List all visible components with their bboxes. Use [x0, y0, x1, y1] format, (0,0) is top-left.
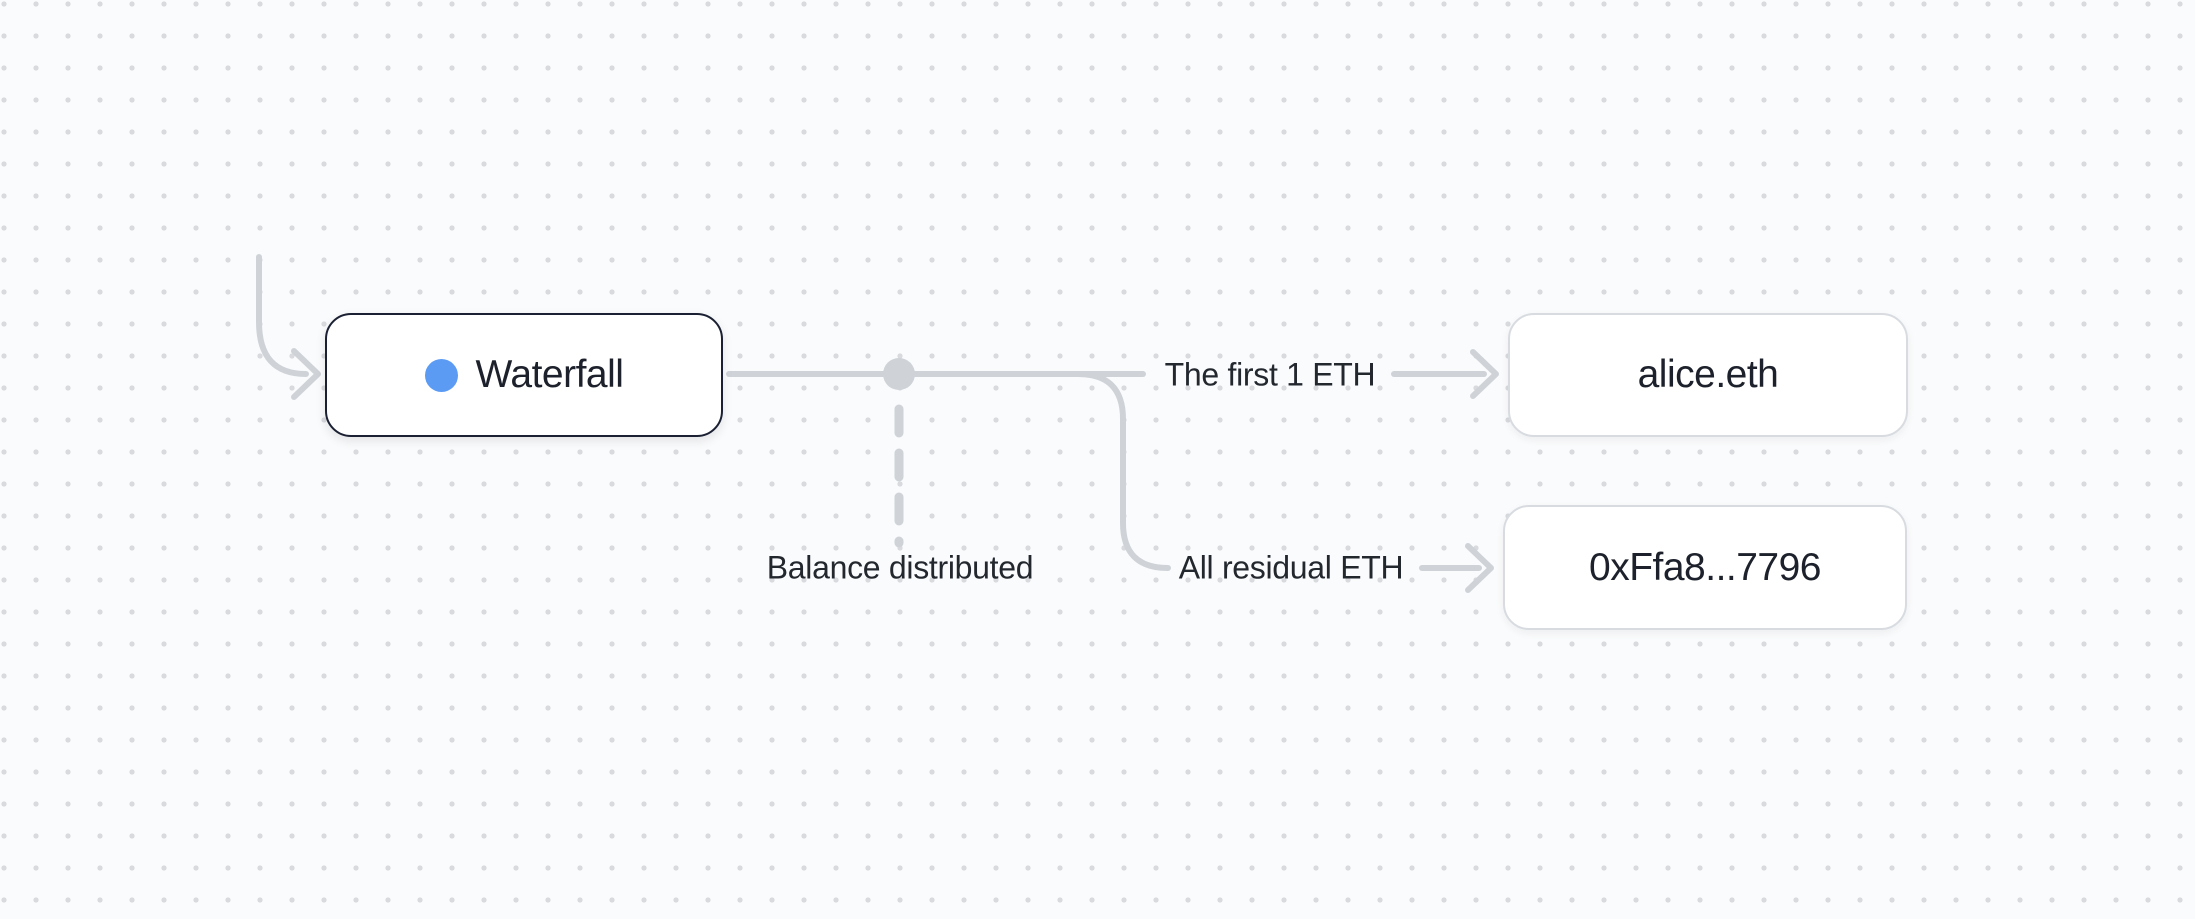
edge-label-tranche: The first 1 ETH: [1164, 356, 1376, 393]
node-recipient-alice-label: alice.eth: [1637, 353, 1779, 396]
node-recipient-address-label: 0xFfa8...7796: [1589, 545, 1822, 589]
edge-label-distribution: Balance distributed: [766, 549, 1034, 586]
junction-dot: [883, 358, 915, 390]
edge-incoming: [256, 254, 321, 400]
node-recipient-alice[interactable]: alice.eth: [1508, 313, 1908, 437]
waterfall-type-dot-icon: [424, 358, 458, 392]
edge-residual-arrow: [1419, 543, 1494, 593]
node-waterfall[interactable]: Waterfall: [325, 313, 723, 437]
edge-tranche-arrow: [1391, 349, 1499, 399]
edge-label-residual: All residual ETH: [1178, 549, 1404, 586]
edge-incoming-arrowhead-icon: [291, 348, 321, 400]
edge-residual-branch: [896, 371, 1171, 571]
node-waterfall-label: Waterfall: [475, 353, 624, 396]
node-recipient-address[interactable]: 0xFfa8...7796: [1503, 505, 1907, 630]
edge-residual-arrowhead-icon: [1465, 543, 1494, 593]
edge-tranche-arrowhead-icon: [1470, 349, 1499, 399]
